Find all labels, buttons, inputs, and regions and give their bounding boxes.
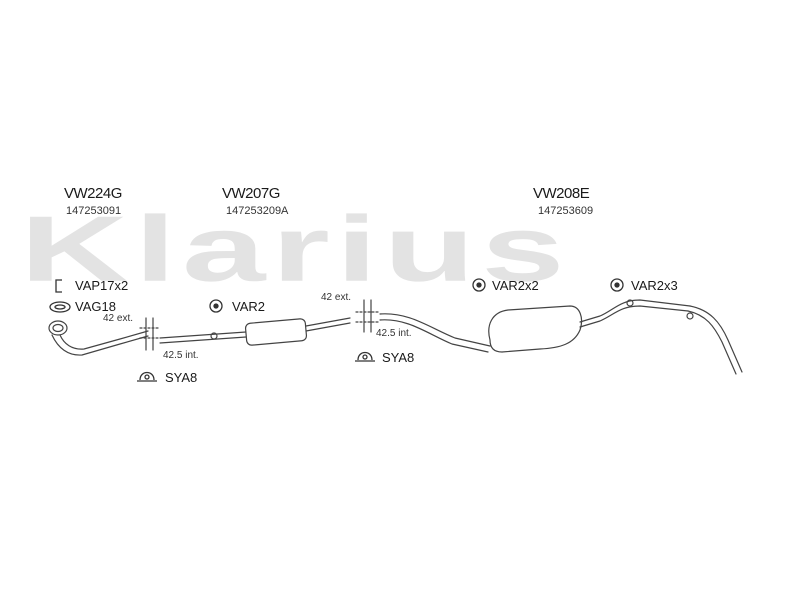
clamp-icon	[55, 279, 62, 293]
rubber-mount-icon-var2x2	[472, 278, 486, 292]
part-code-centre: VW207G	[222, 185, 280, 202]
part-code-rear: VW208E	[533, 185, 590, 202]
part-code-front: VW224G	[64, 185, 122, 202]
gasket-icon	[49, 301, 71, 313]
accessory-vag18: VAG18	[75, 299, 116, 314]
middle-joint-marks	[355, 299, 379, 333]
clamp-icon-sya8-left	[137, 371, 157, 382]
rubber-mount-icon-var2x3	[610, 278, 624, 292]
dimension-left-int: 42.5 int.	[163, 350, 199, 361]
accessory-var2x2: VAR2x2	[492, 278, 539, 293]
accessory-sya8-left: SYA8	[165, 370, 198, 385]
accessory-vap17: VAP17x2	[75, 278, 129, 293]
centre-silencer	[159, 317, 351, 346]
dimension-mid-ext: 42 ext.	[321, 292, 352, 303]
clamp-icon-sya8-mid	[355, 351, 375, 362]
accessory-var2x3: VAR2x3	[631, 278, 678, 293]
part-number-centre: 147253209A	[226, 205, 289, 217]
rubber-mount-icon-var2	[209, 299, 223, 313]
dimension-left-ext: 42 ext.	[103, 313, 134, 324]
accessory-sya8-mid: SYA8	[382, 350, 415, 365]
part-number-rear: 147253609	[538, 205, 594, 217]
front-pipe	[48, 320, 149, 356]
watermark-logo: Klarius	[20, 196, 571, 301]
left-joint-marks	[139, 317, 161, 351]
accessory-var2: VAR2	[232, 299, 265, 314]
dimension-mid-int: 42.5 int.	[376, 328, 412, 339]
rear-silencer	[379, 299, 743, 375]
part-number-front: 147253091	[66, 205, 122, 217]
